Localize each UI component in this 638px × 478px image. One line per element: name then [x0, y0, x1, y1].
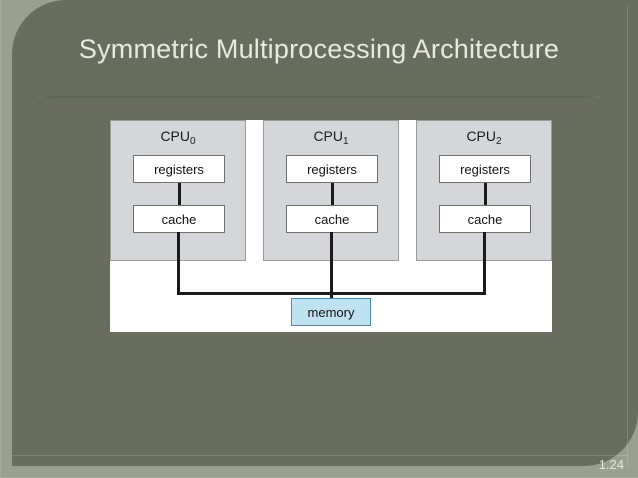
cpu-label-0-text: CPU — [160, 128, 190, 144]
cpu-0-bus-drop — [177, 232, 180, 295]
cpu-2-registers: registers — [439, 155, 531, 183]
cpu-block-2: CPU2 registers cache — [416, 120, 552, 261]
smp-architecture-diagram: CPU0 registers cache CPU1 registers cach… — [110, 120, 552, 332]
cpu-label-0: CPU0 — [111, 128, 245, 147]
cpu-label-0-index: 0 — [190, 136, 196, 147]
cpu-label-2: CPU2 — [417, 128, 551, 147]
cpu-0-bus-run — [177, 292, 334, 295]
cpu-1-registers: registers — [286, 155, 378, 183]
title-divider — [38, 96, 600, 98]
page-title: Symmetric Multiprocessing Architecture — [78, 34, 560, 65]
cpu-1-registers-cache-link — [331, 183, 334, 205]
page-number: 1.24 — [598, 457, 624, 472]
cpu-2-registers-cache-link — [484, 183, 487, 205]
panel-right-edge-rule — [627, 6, 628, 466]
panel-bottom-edge-rule — [12, 455, 628, 456]
cpu-1-memory-link — [330, 232, 333, 320]
cpu-2-bus-run — [330, 292, 486, 295]
cpu-0-cache: cache — [133, 205, 225, 233]
cpu-0-registers: registers — [133, 155, 225, 183]
cpu-block-0: CPU0 registers cache — [110, 120, 246, 261]
cpu-2-cache: cache — [439, 205, 531, 233]
cpu-1-cache: cache — [286, 205, 378, 233]
cpu-2-bus-drop — [483, 232, 486, 295]
cpu-label-1-text: CPU — [313, 128, 343, 144]
cpu-label-1-index: 1 — [343, 136, 349, 147]
cpu-label-1: CPU1 — [264, 128, 398, 147]
cpu-0-registers-cache-link — [178, 183, 181, 205]
cpu-label-2-text: CPU — [466, 128, 496, 144]
cpu-label-2-index: 2 — [496, 136, 502, 147]
shared-memory-block: memory — [291, 298, 371, 326]
